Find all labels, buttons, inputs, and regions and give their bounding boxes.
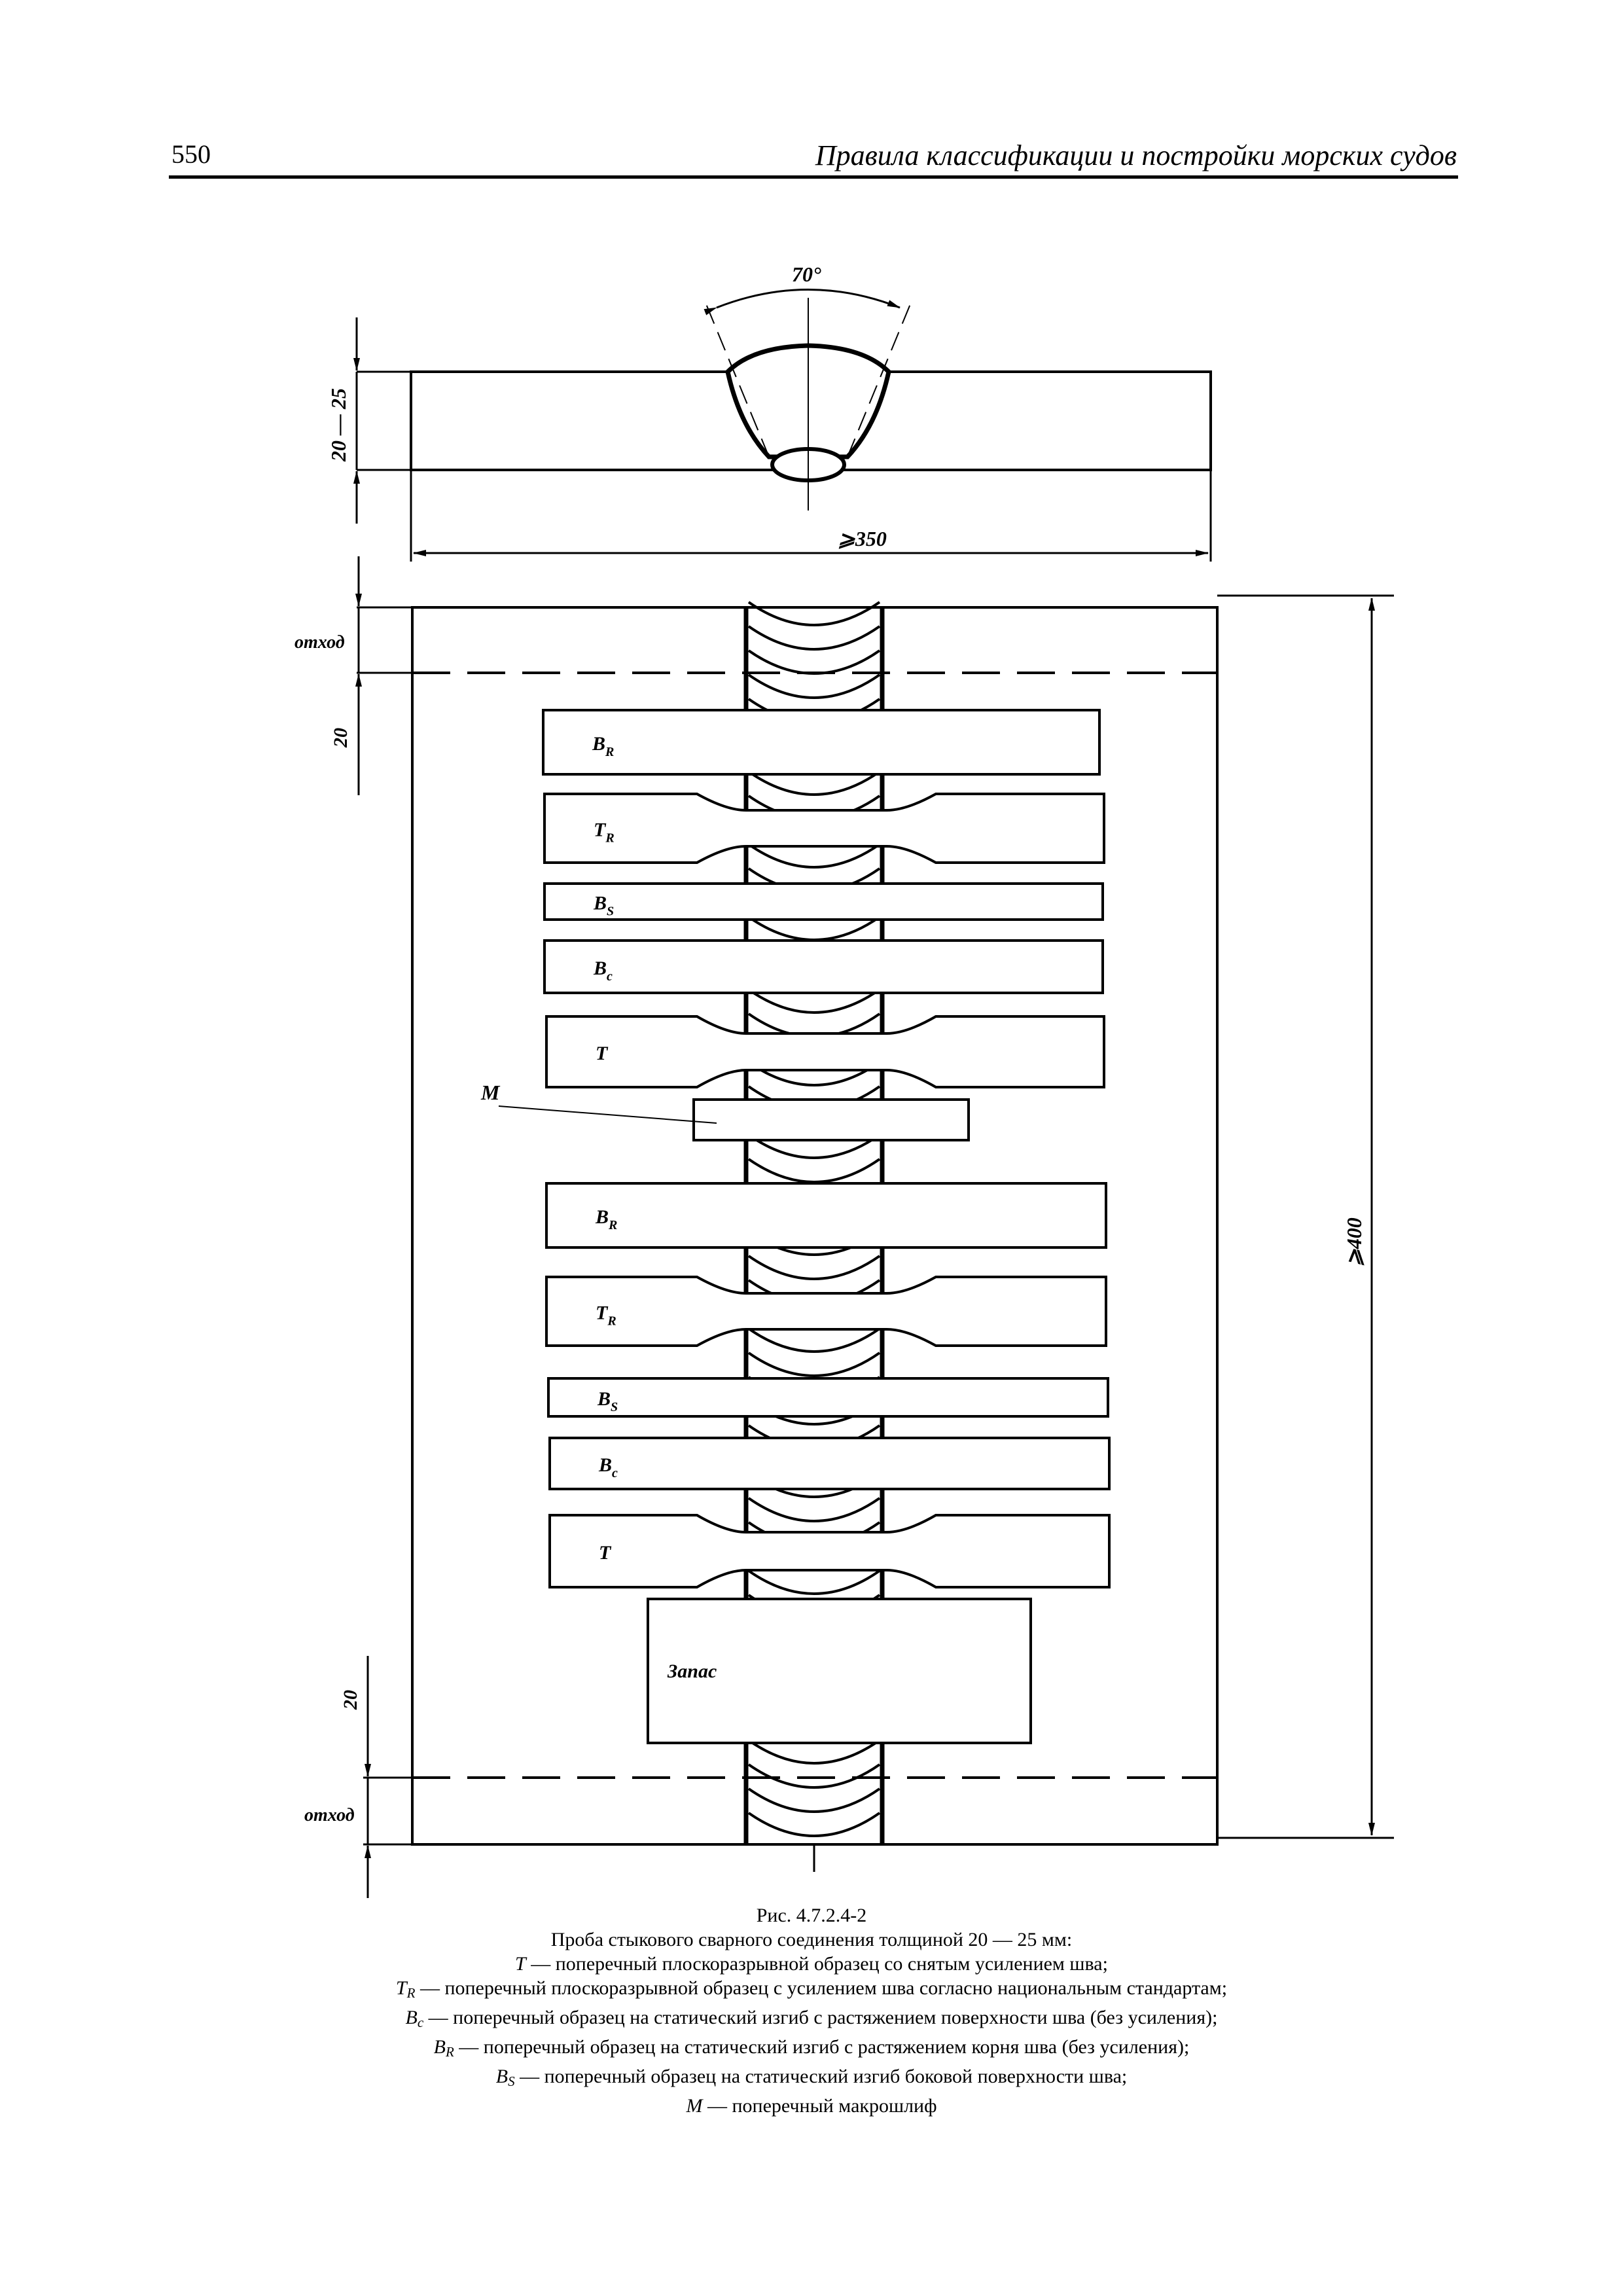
weld-bead-line — [747, 1497, 881, 1522]
legend-symbol-subscript: R — [445, 2044, 454, 2060]
macro-leader — [498, 1105, 717, 1124]
weld-bead-line — [747, 770, 881, 796]
weld-bead-line — [747, 1570, 881, 1595]
bend-specimen — [542, 709, 1101, 776]
legend-symbol-subscript: R — [406, 1985, 416, 2001]
caption-legend-item: T — поперечный плоскоразрывной образец с… — [0, 1952, 1623, 1976]
specimen-label: T — [599, 1542, 612, 1564]
weld-bead-line — [747, 601, 881, 626]
side-bend-specimen — [543, 882, 1104, 921]
caption-legend-item: BR — поперечный образец на статический и… — [0, 2035, 1623, 2064]
weld-bead-line — [747, 1158, 881, 1183]
legend-text: — поперечный образец на статический изги… — [423, 2007, 1218, 2028]
reserve-label: Запас — [667, 1660, 717, 1682]
margin-label-bottom: 20 — [340, 1690, 361, 1710]
caption-legend-item: BS — поперечный образец на статический и… — [0, 2064, 1623, 2094]
running-title: Правила классификации и постройки морски… — [815, 139, 1457, 171]
legend-symbol: T — [515, 1953, 526, 1975]
legend-symbol: B — [405, 2007, 418, 2028]
side-bend-specimen — [547, 1377, 1109, 1418]
specimen-label: T — [596, 1043, 609, 1064]
weld-bead-line — [747, 1061, 881, 1086]
weld-bead-line — [747, 988, 881, 1014]
weld-bead-line — [747, 1327, 881, 1353]
weld-bead-line — [747, 1739, 881, 1765]
thickness-label: 20 — 25 — [327, 388, 350, 462]
bend-specimen — [545, 1182, 1107, 1249]
weld-bead-line — [747, 1352, 881, 1377]
caption-number: Рис. 4.7.2.4-2 — [756, 1905, 867, 1926]
legend-symbol-subscript: c — [417, 2015, 424, 2030]
length-dimension — [1217, 594, 1394, 1839]
tensile-specimen — [548, 1514, 1111, 1588]
weld-bead-line — [747, 625, 881, 651]
margin-label-top: 20 — [330, 728, 351, 748]
caption-legend-item: TR — поперечный плоскоразрывной образец … — [0, 1976, 1623, 2005]
width-label: ⩾350 — [838, 527, 887, 550]
thickness-dimension — [353, 317, 411, 524]
tensile-specimen — [545, 1276, 1107, 1347]
legend-symbol-subscript: S — [508, 2073, 515, 2089]
waste-label-bottom: отход — [304, 1805, 355, 1825]
weld-bead-line — [747, 1787, 881, 1813]
legend-text: — поперечный образец на статический изги… — [514, 2066, 1128, 2087]
weld-bead-line — [747, 1812, 881, 1837]
legend-symbol: M — [686, 2095, 703, 2117]
legend-symbol: B — [433, 2036, 446, 2058]
caption-legend: T — поперечный плоскоразрывной образец с… — [0, 1952, 1623, 2118]
macro-label: M — [480, 1081, 501, 1104]
weld-bead-line — [747, 1763, 881, 1789]
header-rule — [169, 175, 1458, 179]
legend-symbol: T — [395, 1977, 407, 1999]
plate-cross-section — [410, 289, 1212, 511]
margin-dimensions — [355, 556, 412, 1898]
legend-text: — поперечный плоскоразрывной образец с у… — [415, 1977, 1228, 1999]
caption-title: Проба стыкового сварного соединения толщ… — [550, 1929, 1073, 1950]
weld-bead-line — [747, 673, 881, 699]
weld-bead-line — [747, 649, 881, 675]
reserve-block — [647, 1598, 1032, 1744]
tensile-specimen — [543, 793, 1105, 864]
bend-specimen — [548, 1437, 1111, 1490]
legend-text: — поперечный плоскоразрывной образец со … — [526, 1953, 1108, 1975]
legend-text: — поперечный макрошлиф — [702, 2095, 937, 2117]
tensile-specimen — [545, 1015, 1105, 1088]
weld-bead-line — [747, 1255, 881, 1280]
weld-bead-line — [747, 1134, 881, 1159]
legend-text: — поперечный образец на статический изги… — [454, 2036, 1190, 2058]
page-number: 550 — [171, 139, 211, 169]
waste-label-top: отход — [294, 632, 345, 653]
width-dimension — [410, 470, 1212, 562]
weld-bead-line — [747, 843, 881, 869]
bend-specimen — [543, 939, 1104, 994]
caption-legend-item: M — поперечный макрошлиф — [0, 2094, 1623, 2118]
legend-symbol: B — [495, 2066, 508, 2087]
length-label: ⩾400 — [1342, 1217, 1366, 1266]
figure-caption: Рис. 4.7.2.4-2 Проба стыкового сварного … — [0, 1903, 1623, 2118]
angle-label: 70° — [792, 262, 821, 286]
macro-specimen — [692, 1098, 970, 1141]
caption-legend-item: Bc — поперечный образец на статический и… — [0, 2005, 1623, 2035]
